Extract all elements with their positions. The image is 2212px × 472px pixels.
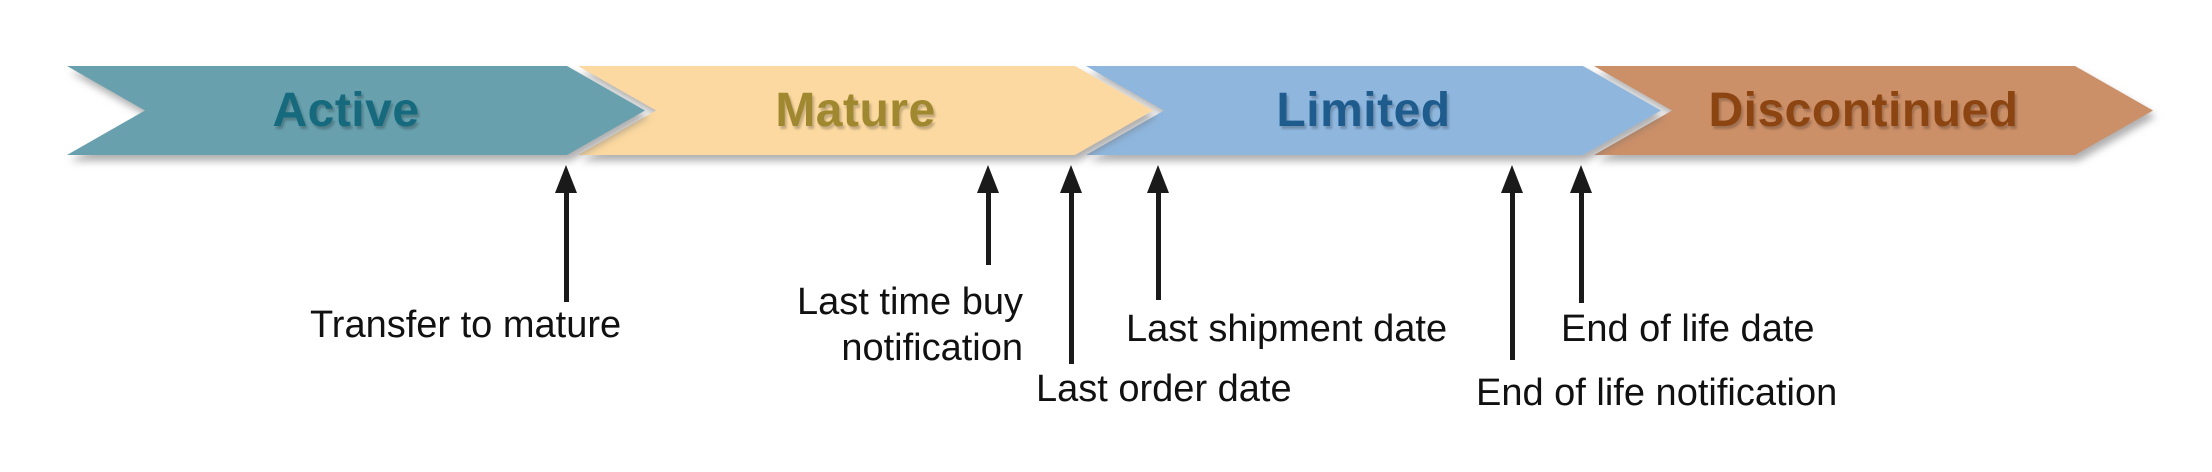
stage-mature-label: Mature bbox=[775, 84, 936, 137]
milestone-label-last-order-date: Last order date bbox=[1036, 368, 1292, 410]
stage-limited-label: Limited bbox=[1276, 84, 1451, 137]
milestone-label-last-time-buy-notification: Last time buy notification bbox=[770, 279, 1023, 371]
stage-discontinued-shape: Discontinued bbox=[1594, 66, 2153, 155]
milestone-label-line: notification bbox=[841, 327, 1023, 369]
up-arrowhead-icon bbox=[977, 165, 999, 193]
stage-discontinued: Discontinued bbox=[1594, 66, 2153, 155]
arrow-shaft bbox=[563, 193, 569, 302]
arrow-shaft bbox=[985, 193, 991, 265]
up-arrowhead-icon bbox=[1501, 165, 1523, 193]
stage-active-shape: Active bbox=[67, 66, 645, 155]
arrow-shaft bbox=[1068, 193, 1074, 364]
milestone-label-end-of-life-date: End of life date bbox=[1561, 308, 1815, 350]
arrow-shaft bbox=[1509, 193, 1515, 360]
up-arrowhead-icon bbox=[1147, 165, 1169, 193]
up-arrowhead-icon bbox=[555, 165, 577, 193]
stage-mature: Mature bbox=[578, 66, 1153, 155]
stage-active: Active bbox=[67, 66, 645, 155]
stage-discontinued-label: Discontinued bbox=[1708, 84, 2019, 137]
arrow-end-of-life-notification bbox=[1500, 165, 1524, 360]
arrow-shaft bbox=[1155, 193, 1161, 300]
stage-active-label: Active bbox=[272, 84, 420, 137]
arrow-last-time-buy-notification bbox=[976, 165, 1000, 265]
milestone-label-last-shipment-date: Last shipment date bbox=[1126, 308, 1448, 350]
arrow-last-shipment-date bbox=[1146, 165, 1170, 300]
milestone-label-transfer-to-mature: Transfer to mature bbox=[310, 304, 622, 346]
arrow-shaft bbox=[1578, 193, 1584, 303]
up-arrowhead-icon bbox=[1060, 165, 1082, 193]
stage-mature-shape: Mature bbox=[578, 66, 1153, 155]
arrow-transfer-to-mature bbox=[554, 165, 578, 302]
stage-limited-shape: Limited bbox=[1086, 66, 1661, 155]
arrow-last-order-date bbox=[1059, 165, 1083, 364]
milestone-label-end-of-life-notification: End of life notification bbox=[1476, 372, 1838, 414]
milestone-label-line: Last time buy bbox=[797, 281, 1023, 323]
up-arrowhead-icon bbox=[1570, 165, 1592, 193]
arrow-end-of-life-date bbox=[1569, 165, 1593, 303]
stage-limited: Limited bbox=[1086, 66, 1661, 155]
